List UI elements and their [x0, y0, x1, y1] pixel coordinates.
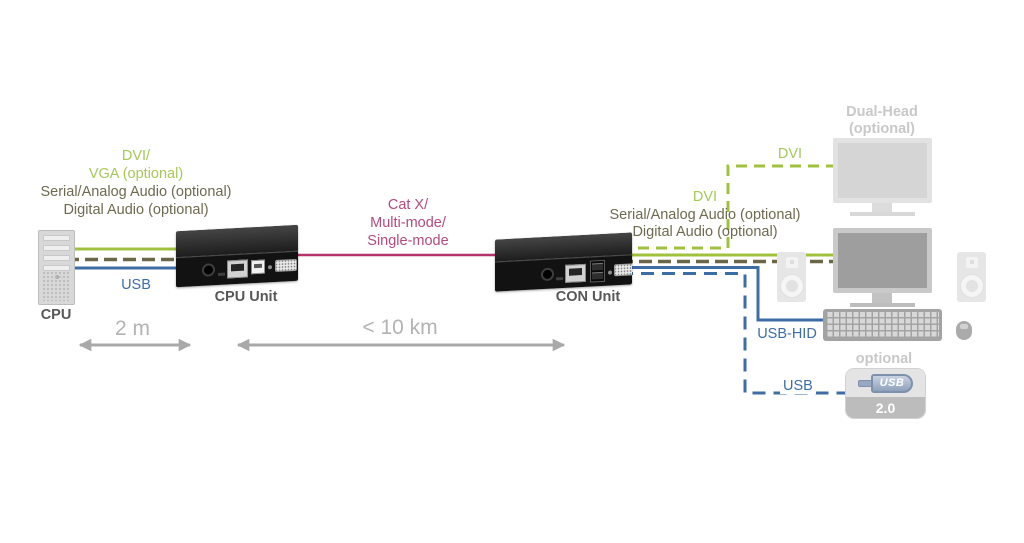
tweeter — [965, 257, 978, 268]
speaker-right-icon — [957, 252, 986, 302]
label-dvi-right: DVI — [692, 189, 718, 205]
service-slot — [218, 272, 225, 276]
cpu-unit-front-panel — [176, 250, 298, 288]
label-distance-10km: < 10 km — [362, 316, 438, 339]
label-dual-head-line2: (optional) — [848, 121, 916, 137]
dual-head-monitor-base — [850, 212, 915, 216]
service-slot — [556, 277, 563, 281]
cpu-tower-icon — [38, 230, 75, 305]
dual-head-monitor-screen — [838, 143, 927, 198]
drive-bay — [43, 255, 70, 261]
main-monitor-stand — [872, 293, 892, 303]
screw — [268, 265, 272, 270]
usb20-badge-top: USB — [846, 369, 925, 397]
usb20-badge-icon: USB 2.0 — [845, 368, 926, 419]
label-dual-head-line1: Dual-Head — [846, 104, 918, 120]
usb20-version-label: 2.0 — [846, 397, 925, 418]
label-catx-line1: Cat X/ — [387, 197, 429, 213]
label-distance-2m: 2 m — [114, 317, 150, 340]
dual-head-monitor-icon — [833, 138, 932, 203]
usb-a-ports — [590, 259, 605, 283]
drive-bay — [43, 245, 70, 251]
rj45-port — [565, 263, 586, 283]
woofer — [779, 274, 804, 298]
cpu-unit-device-icon — [176, 224, 298, 288]
usb-logo-icon: USB — [858, 373, 913, 393]
label-usb-hid: USB-HID — [757, 326, 817, 342]
screw — [608, 270, 612, 275]
mouse-icon — [956, 321, 972, 340]
main-monitor-screen — [838, 233, 927, 288]
dual-head-monitor-stand — [872, 203, 892, 212]
dvi-port — [275, 258, 297, 273]
usb-b-port — [251, 259, 265, 275]
keyboard-keys — [826, 312, 939, 338]
drive-bay — [43, 265, 70, 271]
power-jack-port — [202, 263, 215, 277]
label-dvi-dual-head: DVI — [777, 146, 803, 162]
label-usb-right: USB — [780, 378, 816, 394]
tower-vents — [42, 271, 71, 301]
dvi-port — [614, 263, 632, 277]
label-cpu: CPU — [40, 307, 72, 323]
keyboard-icon — [823, 309, 942, 341]
label-catx-line2: Multi-mode/ — [370, 215, 446, 231]
label-usb20-optional: optional — [855, 351, 913, 367]
drive-bay — [43, 235, 70, 241]
speaker-left-icon — [777, 252, 806, 302]
main-monitor-icon — [833, 228, 932, 293]
usb-logo-text: USB — [871, 373, 913, 393]
label-catx-line3: Single-mode — [367, 233, 449, 249]
tweeter — [785, 257, 798, 268]
usb-hid-cable — [620, 266, 830, 322]
main-monitor-base — [850, 303, 915, 307]
label-digital-audio-right: Digital Audio (optional) — [632, 224, 778, 240]
power-jack-port — [541, 267, 554, 282]
woofer — [959, 274, 984, 298]
rj45-port — [227, 259, 248, 279]
label-serial-audio-right: Serial/Analog Audio (optional) — [609, 207, 801, 223]
label-con-unit: CON Unit — [555, 289, 621, 305]
label-dvi-left: DVI/ — [121, 148, 151, 164]
label-serial-audio-left: Serial/Analog Audio (optional) — [40, 184, 232, 200]
label-usb-left: USB — [121, 277, 151, 293]
label-digital-audio-left: Digital Audio (optional) — [63, 202, 209, 218]
label-cpu-unit: CPU Unit — [214, 289, 278, 305]
con-unit-device-icon — [495, 232, 632, 292]
label-vga-left: VGA (optional) — [88, 166, 184, 182]
dvi-cable-dual-head — [620, 164, 840, 250]
